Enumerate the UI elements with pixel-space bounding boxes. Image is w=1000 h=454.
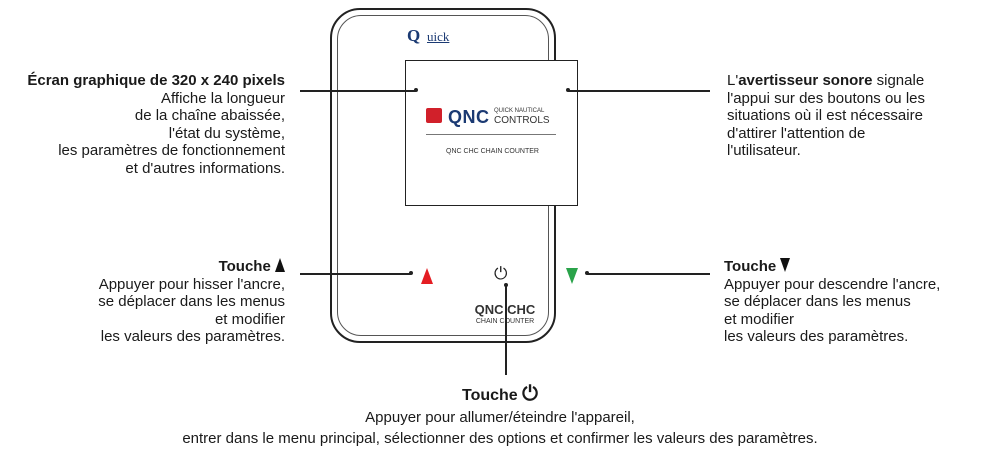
up-leader-dot <box>409 271 413 275</box>
power-callout-line: Appuyer pour allumer/éteindre l'appareil… <box>365 409 635 426</box>
screen-caption: QNC CHC CHAIN COUNTER <box>446 148 539 155</box>
screen-callout-line: de la chaîne abaissée, <box>134 107 285 124</box>
power-callout-line: entrer dans le menu principal, sélection… <box>182 429 818 447</box>
buzzer-callout-line: l'appui sur des boutons ou les <box>727 89 925 107</box>
device-screen: QNC QUICK NAUTICAL CONTROLS QNC CHC CHAI… <box>405 60 578 206</box>
screen-callout-title: Écran graphique de 320 x 240 pixels <box>27 72 285 89</box>
up-leader-line <box>300 273 411 275</box>
qnc-logo-icon <box>426 108 442 123</box>
power-callout: Touche ⏻ Appuyer pour allumer/éteindre l… <box>0 383 1000 447</box>
buzzer-callout: L'avertisseur sonore signale l'appui sur… <box>727 72 997 160</box>
buzzer-leader-line <box>568 90 710 92</box>
up-button[interactable] <box>421 268 433 284</box>
buzzer-callout-title: L'avertisseur sonore signale <box>727 72 925 89</box>
power-callout-title: Touche ⏻ <box>462 383 538 405</box>
screen-leader-line <box>300 90 416 92</box>
up-callout-line: les valeurs des paramètres. <box>100 328 285 345</box>
screen-callout: Écran graphique de 320 x 240 pixels Affi… <box>0 72 285 177</box>
down-callout-line: se déplacer dans les menus <box>724 293 911 310</box>
up-callout-line: se déplacer dans les menus <box>98 293 285 310</box>
screen-callout-line: et d'autres informations. <box>125 159 285 177</box>
screen-callout-line: l'état du système, <box>168 124 285 142</box>
screen-callout-line: Affiche la longueur <box>161 89 285 107</box>
model-label: QNC CHC <box>474 302 536 317</box>
power-button-icon[interactable]: ⏻ <box>494 264 508 283</box>
screen-callout-line: les paramètres de fonctionnement <box>58 142 285 159</box>
brand-logo: Q uick <box>407 26 450 45</box>
buzzer-callout-line: d'attirer l'attention de <box>727 124 866 142</box>
up-arrow-icon <box>275 258 285 272</box>
up-callout-title: Touche <box>0 258 285 276</box>
buzzer-callout-line: situations où il est nécessaire <box>727 107 923 124</box>
screen-logo: QNC <box>448 107 490 127</box>
screen-leader-dot <box>414 88 418 92</box>
up-callout-line: Appuyer pour hisser l'ancre, <box>98 275 285 293</box>
up-callout-line: et modifier <box>214 310 285 328</box>
down-callout: Touche Appuyer pour descendre l'ancre, s… <box>724 258 998 346</box>
down-leader-line <box>587 273 710 275</box>
power-icon: ⏻ <box>522 383 538 405</box>
down-callout-line: les valeurs des paramètres. <box>724 328 909 345</box>
down-button[interactable] <box>566 268 578 284</box>
power-leader-line <box>505 285 507 375</box>
down-callout-title: Touche <box>724 258 998 276</box>
screen-logo-sub2: CONTROLS <box>494 115 550 126</box>
screen-logo-sub1: QUICK NAUTICAL <box>494 108 545 114</box>
up-callout: Touche Appuyer pour hisser l'ancre, se d… <box>0 258 285 346</box>
down-arrow-icon <box>780 258 791 272</box>
down-callout-line: et modifier <box>724 310 795 328</box>
buzzer-callout-line: l'utilisateur. <box>727 142 801 159</box>
down-callout-line: Appuyer pour descendre l'ancre, <box>724 275 941 293</box>
screen-divider <box>426 134 556 135</box>
